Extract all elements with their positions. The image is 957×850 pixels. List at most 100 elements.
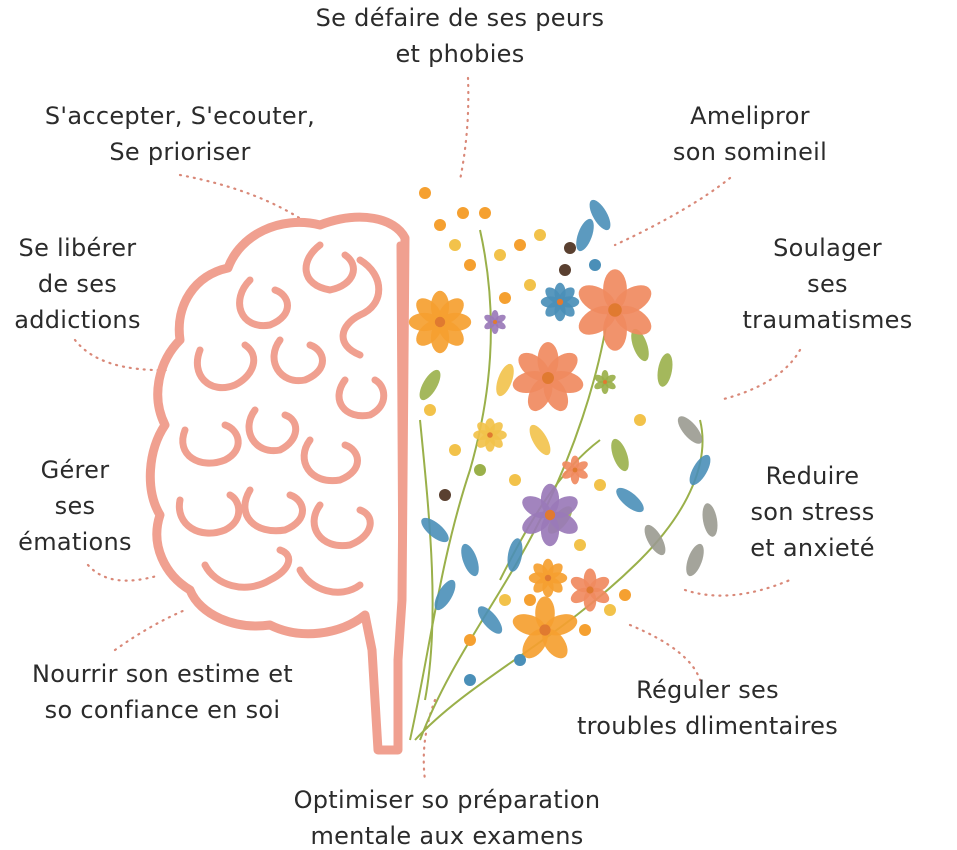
label-eating: Réguler ses troubles dlimentaires — [545, 672, 870, 744]
leaf — [631, 328, 649, 362]
label-line: Se défaire de ses peurs — [315, 4, 605, 32]
brain-fold — [302, 241, 357, 294]
connector-sleep — [613, 176, 732, 247]
connector-eating — [628, 623, 702, 682]
berry-dot — [449, 444, 461, 456]
connector-lines — [73, 76, 802, 782]
label-line: son somineil — [672, 138, 828, 166]
label-line: addictions — [14, 306, 141, 334]
petal — [416, 298, 442, 324]
connector-exams — [422, 698, 437, 782]
leaf — [644, 524, 666, 556]
label-line: so confiance en soi — [44, 696, 281, 724]
berry-dot — [574, 539, 586, 551]
label-line: ses — [807, 270, 848, 298]
berry-dot — [514, 239, 526, 251]
petal — [512, 614, 546, 636]
brain-fold — [310, 501, 374, 550]
brain-fold — [245, 406, 300, 455]
stem — [419, 419, 434, 701]
flower-center — [608, 303, 622, 317]
petal — [518, 352, 550, 381]
leaf — [616, 487, 644, 513]
berry-dot — [419, 187, 431, 199]
flower-center — [544, 574, 552, 582]
flower-center — [542, 372, 554, 384]
flower-center — [586, 586, 594, 594]
berry-dot — [449, 239, 461, 251]
label-line: Optimiser so préparation — [293, 786, 601, 814]
petal — [522, 496, 551, 519]
leaf — [686, 543, 704, 577]
berry-dot — [479, 207, 491, 219]
berry-dot — [514, 654, 526, 666]
brain-outline — [145, 212, 410, 755]
connector-addictions — [73, 338, 172, 372]
petal — [542, 628, 568, 659]
berry-dot — [524, 279, 536, 291]
label-line: Nourrir son estime et — [32, 660, 293, 688]
flower-center — [434, 316, 446, 328]
petal — [570, 576, 591, 593]
label-line: et anxieté — [750, 534, 875, 562]
brain-fold — [201, 546, 293, 591]
leaf — [677, 416, 703, 444]
petal — [545, 287, 562, 304]
brain-fold — [236, 276, 291, 329]
berry-dot — [499, 292, 511, 304]
leaf — [477, 606, 503, 634]
label-line: Reduire — [765, 462, 860, 490]
label-line: troubles dlimentaires — [576, 712, 839, 740]
label-line: S'accepter, S'ecouter, — [44, 102, 316, 130]
label-line: et phobies — [395, 40, 525, 68]
brain-fold — [179, 421, 242, 467]
stem — [409, 229, 492, 741]
connector-stress — [683, 578, 792, 597]
petal — [477, 422, 491, 436]
label-line: Amelipror — [690, 102, 810, 130]
petal — [578, 285, 616, 315]
flower-center — [539, 624, 551, 636]
label-addictions: Se libérer de ses addictions — [0, 230, 155, 338]
leaf — [507, 538, 523, 572]
berry-dot — [439, 489, 451, 501]
label-trauma: Soulager ses traumatismes — [725, 230, 930, 338]
brain-fold — [339, 256, 383, 359]
connector-emotions — [86, 563, 162, 582]
berry-dot — [464, 634, 476, 646]
label-exams: Optimiser so préparation mentale aux exa… — [262, 782, 632, 850]
leaf — [461, 543, 479, 577]
leaf — [576, 218, 594, 252]
brain-fold — [335, 376, 388, 420]
petal — [522, 628, 548, 659]
brain-fold — [241, 486, 306, 535]
label-line: Se libérer — [18, 234, 137, 262]
berry-dot — [619, 589, 631, 601]
flower-center — [556, 298, 564, 306]
label-line: Gérer — [40, 456, 110, 484]
label-line: Se prioriser — [109, 138, 251, 166]
label-accept: S'accepter, S'ecouter, Se prioriser — [20, 98, 340, 170]
berry-dot — [457, 207, 469, 219]
petal — [484, 314, 496, 324]
connector-fears — [458, 76, 470, 182]
flower-center — [493, 320, 497, 324]
berry-dot — [474, 464, 486, 476]
flower-center — [544, 509, 556, 521]
berry-dot — [464, 259, 476, 271]
leaf — [689, 454, 711, 486]
berry-dot — [509, 474, 521, 486]
leaf — [434, 579, 456, 611]
petal — [533, 563, 550, 580]
berry-dot — [589, 259, 601, 271]
label-line: mentale aux examens — [310, 822, 584, 850]
brain-fold — [270, 336, 326, 385]
label-line: de ses — [37, 270, 118, 298]
leaf — [419, 369, 441, 401]
berry-dot — [494, 249, 506, 261]
label-line: émations — [18, 528, 132, 556]
berry-dot — [594, 479, 606, 491]
label-line: son stress — [750, 498, 875, 526]
label-emotions: Gérer ses émations — [0, 452, 150, 560]
